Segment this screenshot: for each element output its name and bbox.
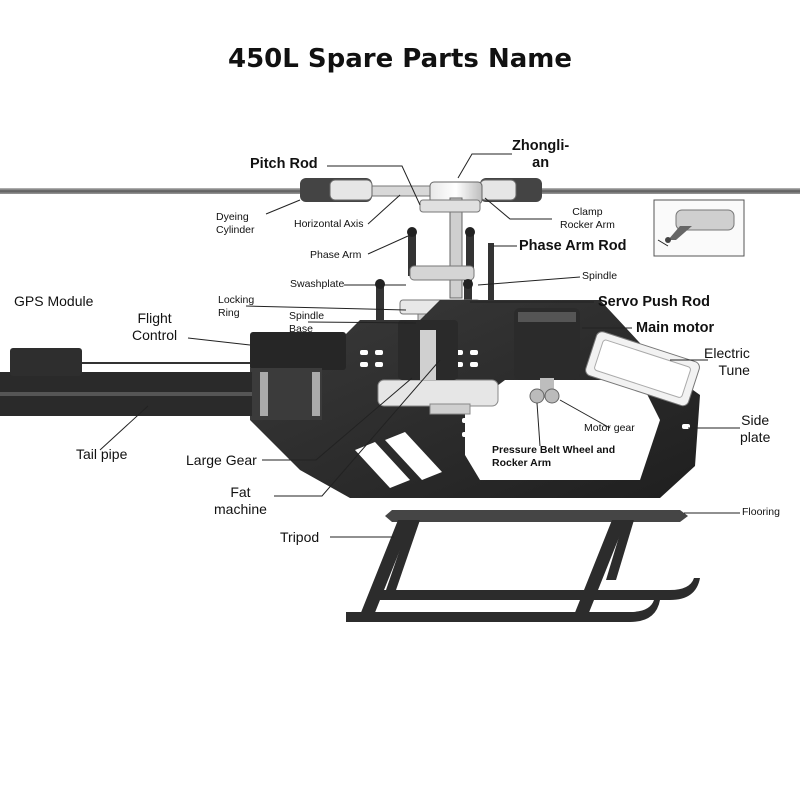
- label-side-plate: Side plate: [740, 412, 770, 446]
- page-title: 450L Spare Parts Name: [0, 44, 800, 74]
- main-rotor-blades: [0, 186, 800, 196]
- label-main-motor: Main motor: [636, 320, 714, 337]
- label-swashplate: Swashplate: [290, 278, 344, 291]
- label-large-gear: Large Gear: [186, 452, 257, 469]
- label-horizontal-axis: Horizontal Axis: [294, 218, 363, 231]
- label-fat-machine: Fat machine: [214, 484, 267, 518]
- label-flooring: Flooring: [742, 506, 780, 519]
- label-dyeing-cylinder: Dyeing Cylinder: [216, 211, 255, 236]
- label-zhongli-an: Zhongli- an: [512, 138, 569, 173]
- tail-pipe: [0, 372, 252, 416]
- label-tripod: Tripod: [280, 529, 319, 546]
- clamp-rocker-arm-inset: [654, 200, 744, 256]
- label-gps-module: GPS Module: [14, 293, 93, 310]
- label-spindle-base: Spindle Base: [289, 310, 324, 335]
- landing-skid: [346, 520, 700, 622]
- label-pitch-rod: Pitch Rod: [250, 156, 318, 173]
- label-phase-arm: Phase Arm: [310, 249, 361, 262]
- label-phase-arm-rod: Phase Arm Rod: [519, 238, 626, 255]
- label-tail-pipe: Tail pipe: [76, 446, 127, 463]
- label-electric-tune: Electric Tune: [704, 345, 750, 379]
- label-pressure-belt-wheel: Pressure Belt Wheel and Rocker Arm: [492, 444, 615, 469]
- label-servo-push-rod: Servo Push Rod: [598, 294, 710, 311]
- label-locking-ring: Locking Ring: [218, 294, 254, 319]
- label-clamp-rocker-arm: Clamp Rocker Arm: [560, 206, 615, 231]
- label-flight-control: Flight Control: [132, 310, 177, 344]
- label-spindle: Spindle: [582, 270, 617, 283]
- flooring-plate: [385, 510, 688, 522]
- label-motor-gear: Motor gear: [584, 422, 635, 435]
- gps-module: [10, 348, 250, 376]
